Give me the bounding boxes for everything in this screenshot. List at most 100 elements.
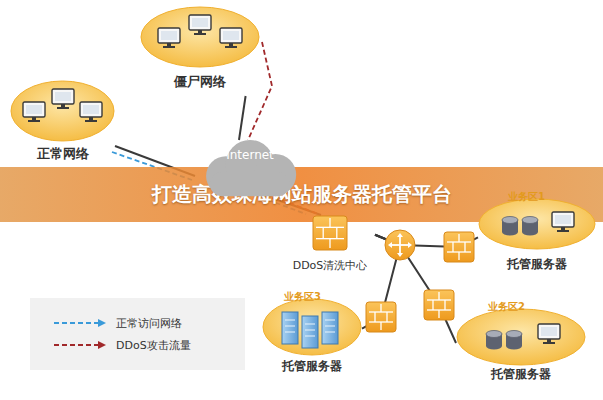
- firewall-brick: [438, 292, 439, 300]
- zone-ellipse: [457, 309, 585, 365]
- monitor-stand: [561, 227, 565, 230]
- node-caption: 托管服务器: [491, 367, 551, 383]
- computer-icon: [80, 102, 102, 122]
- firewall-brick: [380, 322, 381, 330]
- monitor-stand: [229, 43, 233, 46]
- firewall-icon: [313, 216, 347, 250]
- monitor-frame: [52, 89, 74, 104]
- network-node: 业务区1 托管服务器: [478, 190, 596, 276]
- zone-ellipse: [11, 81, 114, 141]
- node-label: 业务区3: [284, 290, 321, 303]
- monitor-base: [57, 107, 69, 109]
- monitor-screen: [26, 105, 42, 114]
- router-arrow: [390, 244, 410, 246]
- server-slot: [285, 326, 295, 327]
- computer-icon: [220, 28, 242, 48]
- legend-dash: [54, 344, 98, 346]
- server-slot: [305, 336, 315, 337]
- cloud-base: [210, 172, 289, 196]
- firewall-brick: [336, 227, 337, 238]
- legend-text: DDoS攻击流量: [116, 338, 191, 353]
- monitor-screen: [541, 327, 557, 336]
- monitor-frame: [80, 102, 102, 117]
- firewall-body: [424, 290, 454, 320]
- computer-icon: [189, 15, 211, 35]
- firewall-icon: [444, 232, 474, 262]
- firewall-brick: [452, 242, 453, 252]
- monitor-stand: [167, 43, 171, 46]
- monitor-screen: [192, 18, 208, 27]
- monitor-stand: [89, 117, 93, 120]
- firewall-icon: [424, 290, 454, 320]
- firewall-brick: [458, 234, 459, 242]
- legend-arrowhead: [98, 319, 106, 327]
- monitor-base: [543, 342, 555, 344]
- server-slot: [305, 330, 315, 331]
- server-slot: [305, 324, 315, 325]
- monitor-frame: [158, 28, 180, 43]
- legend-line-sample: [52, 339, 108, 351]
- disk-top: [522, 217, 538, 224]
- monitor-stand: [32, 117, 36, 120]
- server-slot: [325, 320, 335, 321]
- firewall-body: [313, 216, 347, 250]
- ellipse-shape: [262, 298, 362, 360]
- ellipse-shape: [478, 198, 596, 254]
- server-body: [322, 312, 338, 344]
- firewall-brick: [438, 310, 439, 318]
- zone-icons: [282, 312, 338, 348]
- monitor-screen: [83, 105, 99, 114]
- server-slot: [285, 332, 295, 333]
- server-body: [282, 312, 298, 344]
- legend-row: DDoS攻击流量: [52, 334, 245, 356]
- computer-icon: [23, 102, 45, 122]
- router-arrowhead: [388, 242, 392, 248]
- firewall-brick: [329, 239, 330, 248]
- firewall-brick: [464, 242, 465, 252]
- firewall-brick: [329, 218, 330, 227]
- monitor-base: [194, 33, 206, 35]
- firewall-body: [366, 302, 396, 332]
- firewall-brick: [323, 227, 324, 238]
- monitor-stand: [547, 339, 551, 342]
- zone-icons: [23, 89, 102, 122]
- node-label: 业务区1: [508, 190, 545, 203]
- server-tower-icon: [322, 312, 338, 344]
- node-label: Internet: [226, 148, 274, 164]
- computer-icon: [552, 212, 574, 232]
- zone-ellipse: [263, 299, 361, 355]
- monitor-frame: [552, 212, 574, 227]
- server-slot: [285, 320, 295, 321]
- monitor-stand: [198, 30, 202, 33]
- zone-ellipse: [141, 7, 259, 67]
- network-node: 业务区3托管服务器: [262, 290, 362, 376]
- node-caption: 托管服务器: [507, 257, 567, 273]
- legend-dash: [54, 322, 98, 324]
- zone-ellipse: [479, 199, 595, 249]
- firewall-brick: [386, 312, 387, 322]
- zone-icons: [502, 212, 574, 236]
- firewall-brick: [432, 300, 433, 310]
- router-body: [385, 230, 415, 260]
- computer-icon: [538, 324, 560, 344]
- network-node: DDoS清洗中心: [285, 215, 375, 275]
- computer-icon: [158, 28, 180, 48]
- router-arrowhead: [408, 242, 412, 248]
- node-label: DDoS清洗中心: [293, 259, 368, 273]
- monitor-base: [163, 46, 175, 48]
- monitor-base: [85, 120, 97, 122]
- firewall-body: [444, 232, 474, 262]
- disk-top: [486, 331, 502, 338]
- disk-icon: [486, 331, 502, 350]
- legend-line-sample: [52, 317, 108, 329]
- monitor-screen: [161, 31, 177, 40]
- server-slot: [325, 326, 335, 327]
- firewall-brick: [380, 304, 381, 312]
- node-label: 僵尸网络: [174, 74, 226, 91]
- node-label: 正常网络: [37, 146, 89, 163]
- disk-icon: [502, 217, 518, 236]
- computer-icon: [52, 89, 74, 109]
- server-body: [302, 316, 318, 348]
- server-tower-icon: [282, 312, 298, 344]
